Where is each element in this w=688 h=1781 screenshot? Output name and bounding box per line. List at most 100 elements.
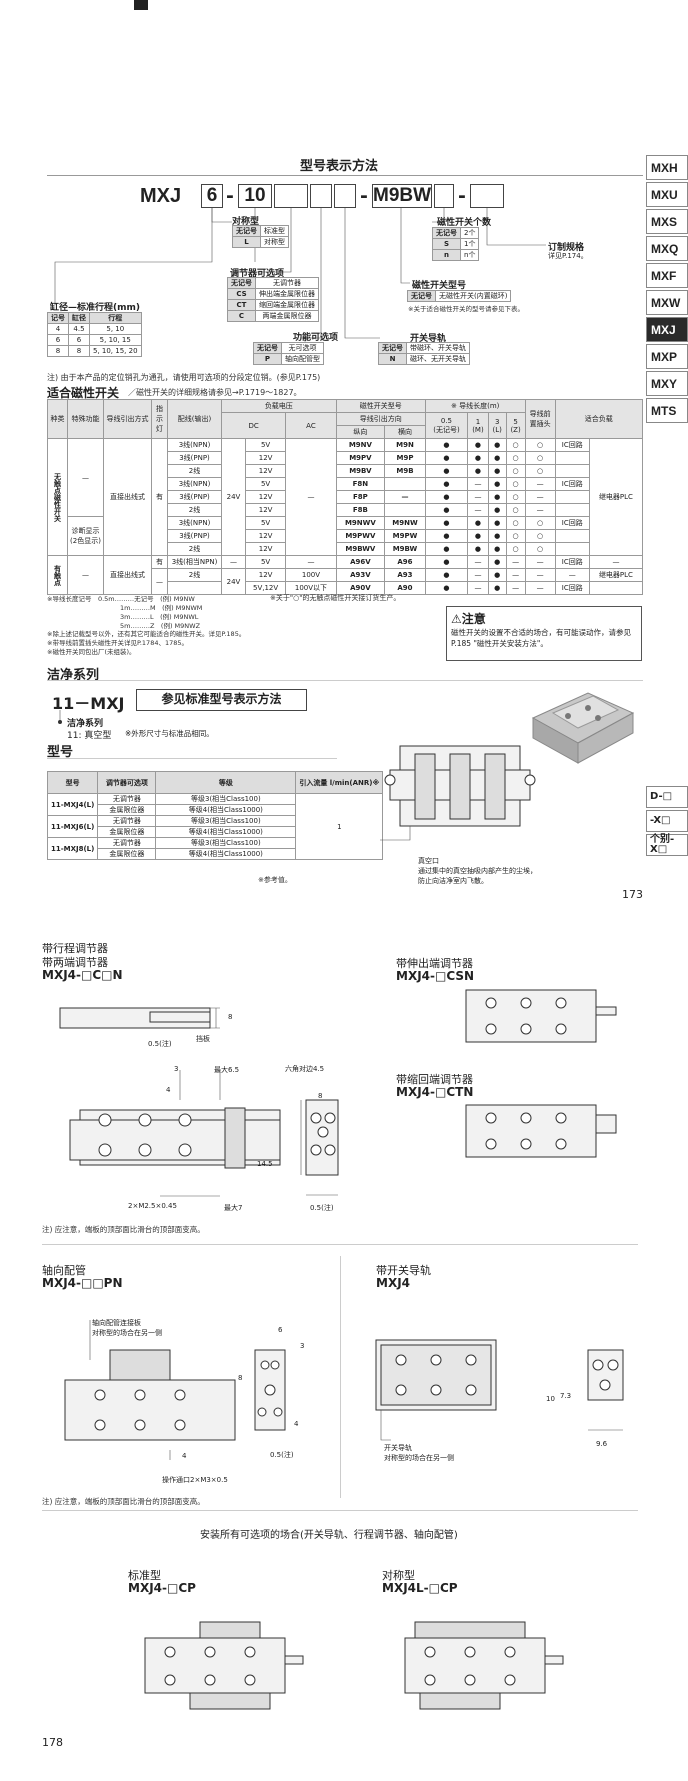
side-tab-mxp[interactable]: MXP <box>646 344 688 369</box>
table-cell: ● <box>467 542 489 556</box>
dim-thread: 2×M2.5×0.45 <box>128 1202 177 1210</box>
std-title: 标准型 <box>128 1569 161 1582</box>
table-cell: 对称型 <box>260 236 289 248</box>
table-cell: M9PW <box>384 529 426 543</box>
dim-max7: 最大7 <box>224 1204 243 1212</box>
clean-vacuum-label: 11: 真空型 <box>67 731 112 741</box>
table-cell: — <box>524 568 556 582</box>
table-cell: ● <box>467 464 489 478</box>
side-tab-mxj[interactable]: MXJ <box>646 317 688 342</box>
label-switch-count: 磁性开关个数 <box>437 218 492 228</box>
table-cell: ○ <box>524 451 556 465</box>
model-box-stroke: 10 <box>238 184 272 208</box>
table-cell: 金属限位器 <box>97 848 157 860</box>
table-cell: 12V <box>244 464 287 478</box>
table-cell: ● <box>424 464 469 478</box>
table-cell: 11-MXJ8(L) <box>46 837 99 860</box>
th-load: 适合负载 <box>554 399 644 439</box>
clean-connector <box>58 710 62 724</box>
table-cell: 标准型 <box>260 225 289 237</box>
label-stopper: 挡板 <box>196 1035 210 1043</box>
stroke-adj-title-2: 带两端调节器 <box>42 956 108 969</box>
vacuum-desc-1: 通过集中的真空抽吸内部产生的尘埃， <box>418 867 537 875</box>
side-tab-bottom-0[interactable]: D-□ <box>646 786 688 808</box>
table-cell: ○ <box>524 529 556 543</box>
table-cell: 无记号 <box>232 225 261 237</box>
table-cell: M9BWV <box>335 542 386 556</box>
table-cell: 有 <box>151 438 168 556</box>
side-tab-mts[interactable]: MTS <box>646 398 688 423</box>
table-cell: ● <box>424 490 469 504</box>
table-cell: ● <box>467 451 489 465</box>
table-cell: ● <box>487 451 507 465</box>
table-cell: ● <box>424 542 469 556</box>
ext-title: 带伸出端调节器 <box>396 957 473 970</box>
rail-title: 带开关导轨 <box>376 1264 431 1277</box>
label-bore-stroke: 缸径—标准行程(mm) <box>50 303 140 313</box>
table-cell: 有触点 <box>47 555 68 595</box>
table-header-cell: 调节器可选项 <box>97 771 157 794</box>
page-number-178: 178 <box>42 1736 63 1749</box>
table-cell: CT <box>227 299 256 311</box>
table-cell <box>167 581 222 595</box>
table-cell: 2线 <box>167 503 222 517</box>
length-note-line: ※导线长度记号 0.5m………无记号 (例) M9NW <box>47 595 195 603</box>
th-type: 种类 <box>47 399 68 439</box>
ext-drawing <box>465 989 617 1043</box>
table-cell: ● <box>487 464 507 478</box>
table-cell: ● <box>424 529 469 543</box>
vertical-divider <box>340 1256 341 1498</box>
table-cell: ● <box>467 529 489 543</box>
table-cell: 磁环、无开关导轨 <box>406 353 470 365</box>
table-cell: — <box>467 555 489 569</box>
table-cell: 12V <box>244 542 287 556</box>
side-tab-mxf[interactable]: MXF <box>646 263 688 288</box>
table-cell: ○ <box>524 516 556 530</box>
table-cell: ● <box>424 581 469 595</box>
table-cell <box>554 490 590 504</box>
side-tab-mxq[interactable]: MXQ <box>646 236 688 261</box>
model-box-custom <box>470 184 504 208</box>
table-cell: M9BW <box>384 542 426 556</box>
clean-rule <box>47 680 643 681</box>
table-cell: — <box>524 581 556 595</box>
table-cell: M9NWV <box>335 516 386 530</box>
table-cell: 无调节器 <box>97 815 157 827</box>
table-header-cell: 引入流量 l/min(ANR)※ <box>295 771 384 794</box>
th-connector: 导线前置插头 <box>524 399 556 439</box>
label-custom: 订制规格 <box>548 243 585 253</box>
side-tab-mxu[interactable]: MXU <box>646 182 688 207</box>
caution-box: ⚠注意 磁性开关的设置不合适的场合，有可能误动作，请参见P.185 "磁性开关安… <box>446 606 642 661</box>
th-ac: AC <box>285 412 337 439</box>
switch-model-note: ※关于适合磁性开关的型号请参见下表。 <box>408 305 524 313</box>
table-cell: — <box>467 503 489 517</box>
model-box-count <box>434 184 454 208</box>
table-cell: — <box>524 503 556 517</box>
axial-dim-4-a: 4 <box>294 1420 299 1428</box>
vacuum-desc-2: 防止向洁净室内飞散。 <box>418 877 488 885</box>
table-row: 11-MXJ8(L)无调节器等级3(相当Class100) <box>46 837 383 860</box>
side-tab-mxy[interactable]: MXY <box>646 371 688 396</box>
side-tab-bottom-2[interactable]: 个别-X□ <box>646 834 688 856</box>
table-cell: 12V <box>244 451 287 465</box>
rail-dim-73: 7.3 <box>560 1392 572 1400</box>
side-tab-mxw[interactable]: MXW <box>646 290 688 315</box>
table-cell: A96V <box>335 555 386 569</box>
table-cell: N <box>378 353 407 365</box>
clean-ref-value: ※参考值。 <box>258 876 292 884</box>
table-cell: — <box>505 568 526 582</box>
table-cell: 2个 <box>459 227 480 239</box>
table-cell: 100V <box>285 568 337 582</box>
th-horz: 横向 <box>384 425 426 439</box>
axial-model: MXJ4-□□PN <box>42 1276 123 1290</box>
table-cell: 12V <box>244 568 287 582</box>
table-cell: IC回路 <box>554 555 590 569</box>
side-tab-bottom-1[interactable]: -X□ <box>646 810 688 832</box>
table-cell: — <box>285 555 337 569</box>
table-cell: n <box>432 249 461 261</box>
table-cell: 伸出端金属限位器 <box>255 288 319 300</box>
